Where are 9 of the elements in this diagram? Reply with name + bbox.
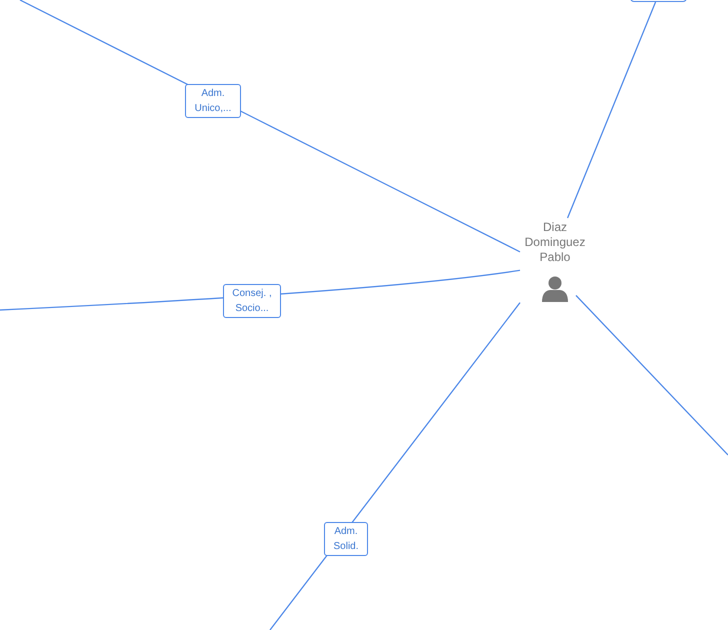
connector-line xyxy=(20,0,520,252)
connector-line xyxy=(576,294,728,456)
edge-label: Consej. , Socio... xyxy=(223,284,281,318)
edge-label: Adm. Unico,... xyxy=(185,84,241,118)
connector-line xyxy=(0,270,520,311)
person-name: Diaz Dominguez Pablo xyxy=(524,220,586,265)
edge-label: Adm. Solid. xyxy=(324,522,368,556)
connector-line xyxy=(270,302,520,630)
connector-line xyxy=(567,2,656,218)
